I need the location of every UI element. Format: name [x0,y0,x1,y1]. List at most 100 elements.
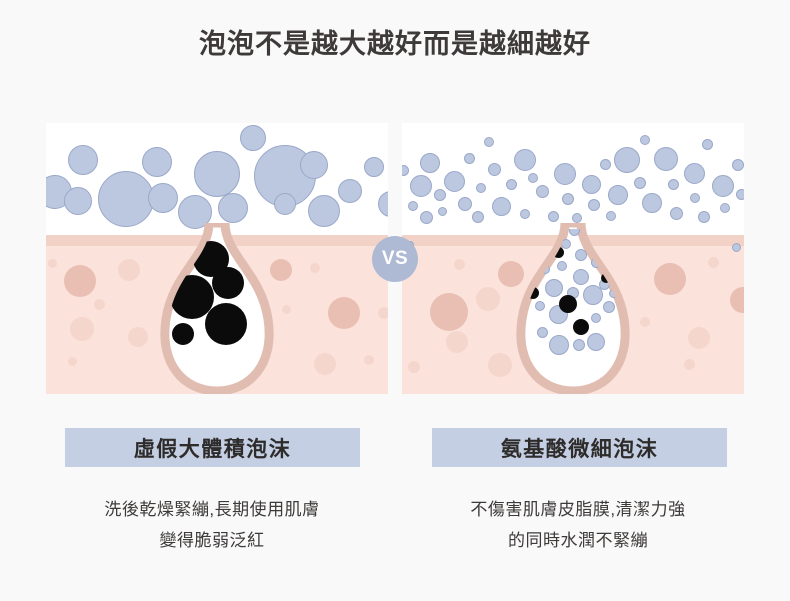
dermal-dot [454,259,465,270]
foam-bubble [434,189,446,201]
dermal-dot [282,305,291,314]
dermal-dot [314,353,336,375]
foam-bubble [634,177,646,189]
dermal-dot [430,293,468,331]
foam-bubble [458,197,472,211]
foam-bubble [608,185,628,205]
dermal-dot [684,359,695,370]
foam-bubble [654,147,678,171]
dirt-particle [553,247,564,258]
dirt-particle [212,267,244,299]
foam-bubble [668,179,679,190]
foam-bubble [420,211,433,224]
foam-bubble [274,193,296,215]
foam-bubble [142,147,172,177]
caption-fake-large-foam: 洗後乾燥緊繃,長期使用肌膚 變得脆弱泛紅 [42,494,382,556]
foam-bubble [535,301,545,311]
foam-bubble [591,313,601,323]
foam-bubble [410,175,432,197]
foam-bubble [698,211,710,223]
foam-bubble [573,339,585,351]
foam-bubble [148,183,178,213]
panel-fake-large-foam [46,123,388,394]
dermal-dot [328,297,360,329]
dirt-particle [205,303,247,345]
dermal-dot [118,259,140,281]
dermal-dot [446,331,468,353]
dermal-dot [654,263,686,295]
caption-line: 不傷害肌膚皮脂膜,清潔力強 [470,500,686,519]
foam-bubble [614,147,640,173]
foam-bubble [575,249,587,261]
foam-bubble [606,211,616,221]
foam-bubble [557,261,567,271]
foam-bubble [528,173,538,183]
dirt-particle [573,319,589,335]
foam-bubble [338,179,362,203]
pore-contents-left [155,223,279,394]
foam-bubble [600,159,611,170]
foam-bubble [514,149,536,171]
foam-bubble [588,199,600,211]
foam-bubble [548,211,559,222]
foam-bubble [194,151,240,197]
foam-bubble [472,211,484,223]
foam-bubble [364,157,384,177]
foam-bubble [732,159,744,171]
dermal-dot [94,299,105,310]
foam-bubble [476,183,486,193]
foam-bubble [68,145,98,175]
foam-bubble [537,327,548,338]
caption-line: 的同時水潤不緊繃 [508,531,648,550]
foam-bubble [64,187,92,215]
foam-bubble [438,207,447,216]
foam-bubble [98,171,154,227]
dirt-particle [559,295,577,313]
foam-bubble [549,335,569,355]
foam-bubble [582,175,601,194]
foam-bubble [642,193,662,213]
dermal-dot [70,317,94,341]
foam-bubble [587,333,605,351]
foam-bubble [670,207,683,220]
foam-bubble [464,153,475,164]
foam-bubble [712,175,734,197]
caption-line: 洗後乾燥緊繃,長期使用肌膚 [104,500,320,519]
pore-right [511,223,635,394]
foam-bubble [506,179,517,190]
caption-amino-acid-micro-foam: 不傷害肌膚皮脂膜,清潔力強 的同時水潤不緊繃 [408,494,748,556]
label-fake-large-foam: 虛假大體積泡沫 [65,428,360,467]
dermal-dot [270,259,292,281]
dermal-dot [364,355,374,365]
foam-bubble [736,189,744,200]
dirt-particle [172,323,194,345]
foam-bubble [484,137,494,147]
dermal-dot [64,265,96,297]
foam-bubble [308,195,340,227]
foam-bubble [583,285,603,305]
foam-bubble [545,279,563,297]
foam-bubble [300,151,328,179]
foam-bubble [640,135,650,145]
foam-bubble [520,209,530,219]
foam-bubble [492,197,511,216]
dermal-dot [488,353,512,377]
dermal-dot [498,261,524,287]
foam-bubble [732,243,741,252]
foam-bubble [684,163,705,184]
pore-left [155,223,279,394]
dermal-dot [378,307,388,319]
foam-bubble [720,203,730,213]
vs-badge: VS [372,236,418,282]
foam-bubble [690,193,700,203]
foam-bubble [444,171,465,192]
comparison-figure [46,123,744,394]
caption-line: 變得脆弱泛紅 [159,531,265,550]
dermal-dot [640,317,650,327]
foam-bubble [573,269,589,285]
foam-bubble [572,213,582,223]
foam-bubble [702,139,713,150]
dermal-dot [68,357,77,366]
dermal-dot [48,259,57,268]
foam-bubble [562,193,574,205]
